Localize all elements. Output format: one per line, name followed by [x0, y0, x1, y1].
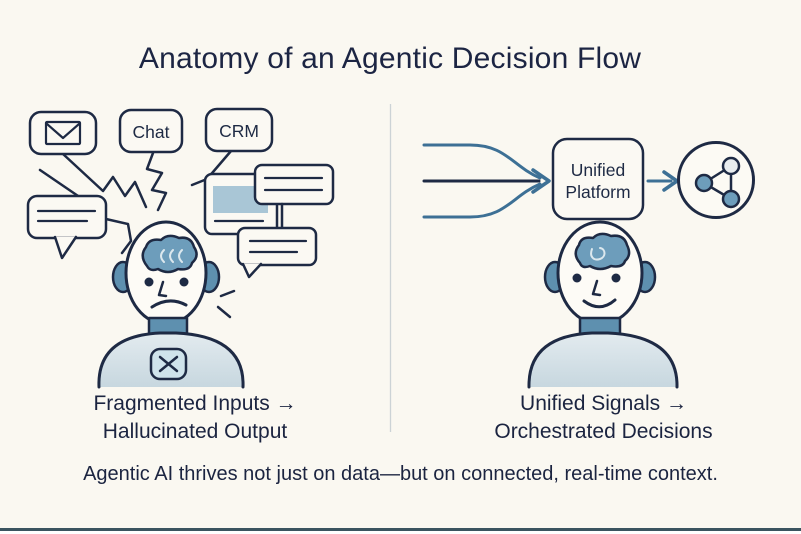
platform-label-line1: Unified — [571, 160, 625, 180]
arrowhead-icon — [662, 170, 679, 192]
speech-bubble-left — [26, 194, 108, 260]
node — [721, 156, 741, 176]
eye — [611, 273, 621, 283]
email-source-box — [28, 110, 98, 156]
crm-source-box: CRM — [204, 107, 274, 153]
brain-static-squiggles — [160, 249, 183, 263]
left-panel-illustration: Chat CRM — [26, 107, 335, 389]
node — [694, 173, 714, 193]
confused-robot — [97, 220, 245, 389]
card-top-right — [253, 163, 335, 206]
left-caption-line1: Fragmented Inputs → — [93, 392, 297, 415]
message-card-cluster — [203, 163, 335, 279]
frown-mouth — [150, 299, 188, 309]
calm-robot — [527, 220, 679, 389]
bottom-accent-bar — [0, 528, 801, 531]
nose — [591, 279, 602, 297]
converging-signal-lines — [422, 143, 551, 219]
unified-platform-box: Unified Platform — [551, 137, 645, 221]
right-caption-line1: Unified Signals → — [520, 392, 687, 415]
speech-bubble-bottom — [236, 226, 318, 279]
chat-label: Chat — [133, 122, 170, 142]
platform-label-line2: Platform — [565, 182, 630, 202]
chat-source-box: Chat — [118, 108, 184, 154]
bottom-white-strip — [0, 531, 801, 534]
smile-mouth — [582, 298, 617, 309]
chaos-lines — [38, 149, 236, 319]
nose — [157, 280, 168, 298]
envelope-icon — [44, 120, 82, 146]
body — [527, 331, 679, 389]
eye — [179, 277, 189, 287]
stress-mark — [219, 289, 236, 298]
eye — [572, 273, 582, 283]
crm-label: CRM — [219, 121, 259, 141]
footer-tagline: Agentic AI thrives not just on data—but … — [83, 463, 718, 485]
page-title: Anatomy of an Agentic Decision Flow — [138, 42, 642, 75]
error-badge — [149, 347, 188, 381]
chaos-line — [104, 217, 133, 255]
node — [721, 189, 741, 209]
brain-icon — [574, 232, 631, 271]
right-caption: Unified Signals → Orchestrated Decisions — [406, 390, 801, 446]
right-caption-line2: Orchestrated Decisions — [494, 420, 713, 443]
right-panel-illustration: Unified Platform — [422, 137, 755, 389]
chaos-line — [61, 152, 148, 209]
left-caption: Fragmented Inputs → Hallucinated Output — [0, 390, 390, 446]
output-arrow — [646, 170, 679, 192]
left-caption-line2: Hallucinated Output — [102, 420, 288, 443]
arrowhead-icon — [531, 168, 551, 194]
x-icon — [158, 355, 179, 373]
stress-mark — [216, 305, 232, 319]
brain-calm-squiggle — [590, 247, 606, 261]
chaos-line — [145, 151, 168, 212]
network-nodes-icon — [677, 141, 755, 219]
eye — [144, 277, 154, 287]
